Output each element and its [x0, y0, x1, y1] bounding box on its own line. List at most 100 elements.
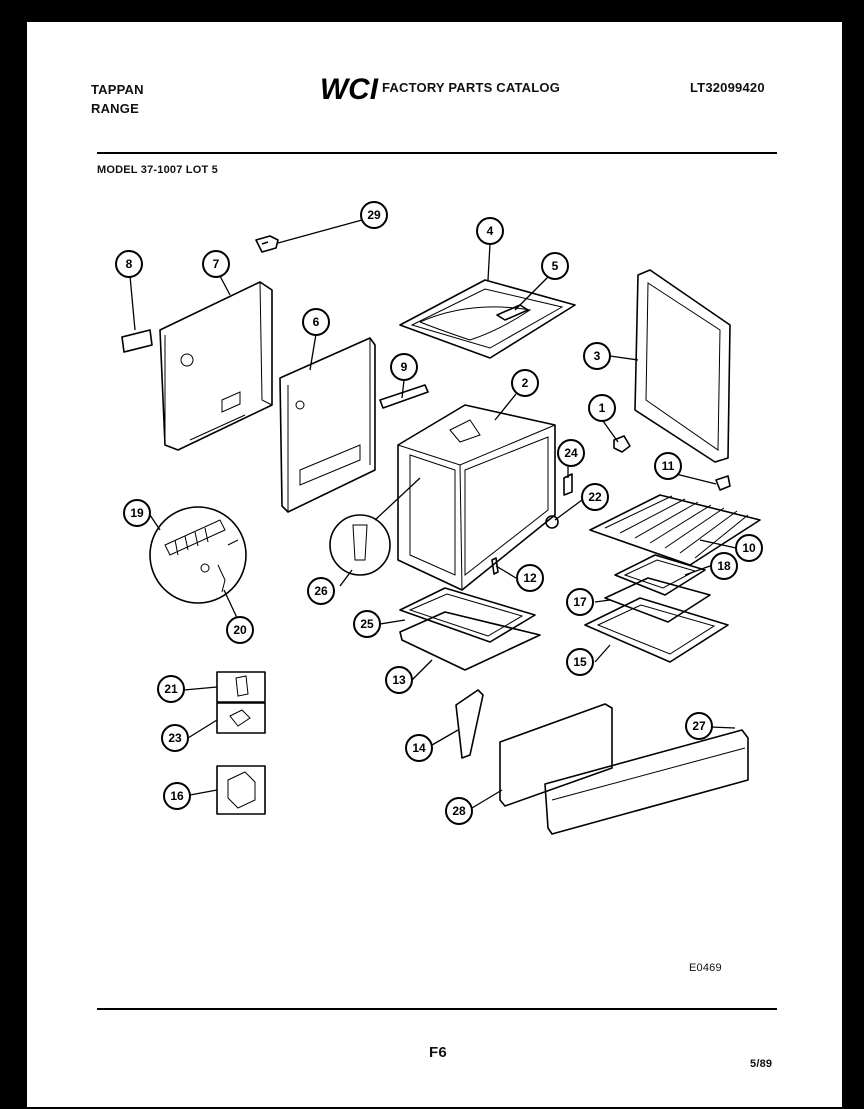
- part-28-door-panel: [499, 703, 613, 807]
- svg-text:15: 15: [573, 655, 587, 669]
- callout-20: 20: [226, 616, 254, 644]
- part-4-cooktop-panel: [399, 279, 576, 359]
- part-12-pin: [491, 557, 499, 575]
- exploded-parts-diagram: 29 8 7 4 5 6 3 9 2 1 24 11 22 19 10 18 1…: [115, 201, 763, 835]
- callout-17: 17: [566, 588, 594, 616]
- part-14-hinge: [455, 689, 484, 759]
- brand-name: TAPPAN: [91, 82, 144, 97]
- svg-text:16: 16: [170, 789, 184, 803]
- part-15-pan-tray: [584, 597, 729, 663]
- callout-27: 27: [685, 712, 713, 740]
- part-1-knob: [613, 435, 631, 453]
- part-6-side-panel: [279, 337, 376, 513]
- callout-14: 14: [405, 734, 433, 762]
- callout-24: 24: [557, 439, 585, 467]
- svg-text:19: 19: [130, 506, 144, 520]
- callout-29: 29: [360, 201, 388, 229]
- callout-3: 3: [583, 342, 611, 370]
- svg-text:20: 20: [233, 623, 247, 637]
- detail-box-16: [216, 765, 266, 815]
- part-11-fitting: [715, 475, 731, 491]
- svg-text:12: 12: [523, 571, 537, 585]
- svg-text:7: 7: [213, 257, 220, 271]
- detail-circle-19-20: [149, 506, 247, 604]
- callout-1: 1: [588, 394, 616, 422]
- detail-box-21: [216, 671, 266, 703]
- part-3-frame: [634, 269, 731, 463]
- detail-box-23: [216, 702, 266, 734]
- page-number: F6: [429, 1044, 447, 1061]
- callout-16: 16: [163, 782, 191, 810]
- svg-text:1: 1: [599, 401, 606, 415]
- part-2-oven-body: [397, 404, 556, 591]
- svg-text:3: 3: [594, 349, 601, 363]
- callout-9: 9: [390, 353, 418, 381]
- wci-logo-text: WCI: [320, 74, 379, 104]
- callout-6: 6: [302, 308, 330, 336]
- svg-text:23: 23: [168, 731, 182, 745]
- callout-5: 5: [541, 252, 569, 280]
- catalog-page: TAPPAN RANGE WCI FACTORY PARTS CATALOG L…: [27, 22, 842, 1107]
- part-7-rear-panel: [159, 281, 273, 451]
- callout-13: 13: [385, 666, 413, 694]
- svg-text:13: 13: [392, 673, 406, 687]
- part-13-drawer-slide: [399, 611, 541, 671]
- callout-26: 26: [307, 577, 335, 605]
- svg-text:5: 5: [552, 259, 559, 273]
- svg-text:8: 8: [126, 257, 133, 271]
- callout-15: 15: [566, 648, 594, 676]
- svg-text:11: 11: [662, 459, 675, 473]
- callout-28: 28: [445, 797, 473, 825]
- svg-text:10: 10: [742, 541, 756, 555]
- part-8-plate: [121, 329, 153, 353]
- model-line: MODEL 37-1007 LOT 5: [97, 164, 218, 176]
- svg-text:26: 26: [314, 584, 328, 598]
- callout-22: 22: [581, 483, 609, 511]
- callout-2: 2: [511, 369, 539, 397]
- callout-18: 18: [710, 552, 738, 580]
- footer-rule: [97, 1008, 777, 1010]
- catalog-number: LT32099420: [690, 80, 765, 95]
- svg-text:6: 6: [313, 315, 320, 329]
- part-29-bracket: [255, 235, 279, 253]
- svg-text:21: 21: [164, 682, 178, 696]
- callout-7: 7: [202, 250, 230, 278]
- revision-date: 5/89: [750, 1058, 773, 1070]
- callout-12: 12: [516, 564, 544, 592]
- figure-code: E0469: [689, 962, 722, 974]
- part-18-broiler-grid: [614, 554, 706, 596]
- part-25-oven-bottom: [399, 587, 536, 643]
- detail-circle-26: [329, 477, 421, 576]
- svg-text:27: 27: [692, 719, 706, 733]
- part-22-valve: [545, 515, 559, 529]
- part-27-drawer-front: [544, 729, 749, 835]
- svg-text:4: 4: [487, 224, 494, 238]
- callout-8: 8: [115, 250, 143, 278]
- svg-text:17: 17: [573, 595, 587, 609]
- part-9-bracket: [379, 384, 429, 409]
- product-type: RANGE: [91, 101, 139, 116]
- part-10-oven-rack: [589, 494, 761, 566]
- callout-4: 4: [476, 217, 504, 245]
- svg-text:14: 14: [412, 741, 426, 755]
- callout-21: 21: [157, 675, 185, 703]
- leader-lines: [129, 219, 737, 809]
- catalog-title: FACTORY PARTS CATALOG: [382, 80, 561, 95]
- part-5-grate: [496, 304, 529, 321]
- svg-text:28: 28: [452, 804, 466, 818]
- svg-text:24: 24: [564, 446, 578, 460]
- header-rule: [97, 152, 777, 154]
- svg-text:9: 9: [401, 360, 408, 374]
- part-24-clip: [563, 473, 573, 496]
- callout-19: 19: [123, 499, 151, 527]
- part-17-broiler-pan: [604, 577, 711, 623]
- callout-11: 11: [654, 452, 682, 480]
- svg-text:18: 18: [717, 559, 731, 573]
- svg-text:25: 25: [360, 617, 374, 631]
- svg-text:29: 29: [367, 208, 381, 222]
- callout-10: 10: [735, 534, 763, 562]
- svg-text:2: 2: [522, 376, 529, 390]
- wci-logo: WCI: [320, 74, 379, 104]
- callout-25: 25: [353, 610, 381, 638]
- svg-text:22: 22: [588, 490, 602, 504]
